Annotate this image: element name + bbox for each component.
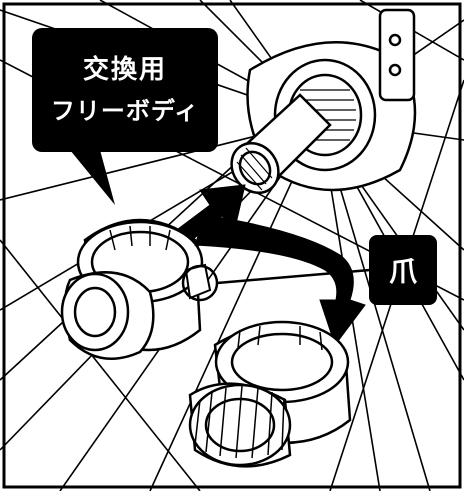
callout-tail bbox=[70, 150, 115, 205]
old-freebody bbox=[60, 218, 212, 360]
callout-replacement-freebody: 交換用 フリーボディ bbox=[32, 28, 218, 152]
axle-shaft bbox=[230, 93, 332, 195]
claw-label: 爪 bbox=[369, 235, 437, 305]
claw-label-text: 爪 bbox=[388, 255, 417, 288]
callout-title: 交換用 bbox=[82, 55, 167, 85]
swap-arrow bbox=[194, 214, 366, 347]
callout-subtitle: フリーボディ bbox=[50, 96, 200, 125]
new-freebody bbox=[188, 320, 352, 468]
